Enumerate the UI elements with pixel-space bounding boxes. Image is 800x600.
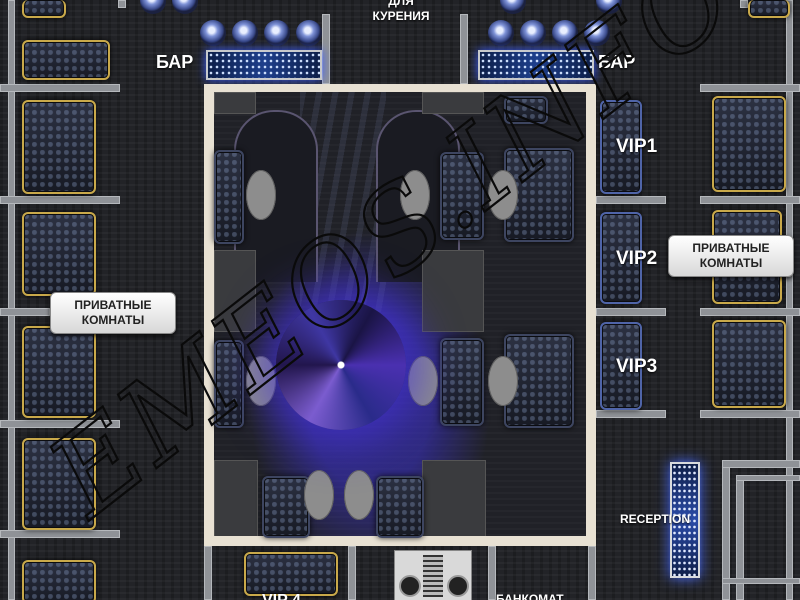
light-icon [140,0,166,14]
oval-table[interactable] [400,170,430,220]
light-icon [596,0,622,14]
sofa-hall[interactable] [504,96,548,124]
wall [700,196,800,204]
bar-counter-right[interactable] [478,50,594,80]
wall [322,14,330,84]
sofa-hall[interactable] [440,338,484,426]
wall [0,196,120,204]
wall [0,420,120,428]
table[interactable] [214,460,258,536]
vip1-label: VIP1 [616,136,658,157]
oval-table[interactable] [408,356,438,406]
light-icon [520,20,546,46]
wall [118,0,126,8]
sofa-private-room[interactable] [22,0,66,18]
wall [596,410,666,418]
wall [700,84,800,92]
bar-counter-left[interactable] [206,50,322,80]
light-icon [488,20,514,46]
wall [8,0,15,600]
dance-floor[interactable] [276,300,406,430]
wall [348,546,356,600]
wall [722,578,800,584]
vip2-label: VIP2 [616,248,658,269]
oval-table[interactable] [488,170,518,220]
smoking-area-label: ДЛЯ КУРЕНИЯ [372,0,430,23]
wall [736,475,800,481]
light-icon [232,20,258,46]
wall [722,460,730,600]
table[interactable] [214,92,256,114]
wall [488,546,496,600]
jog-wheel-icon [447,575,469,597]
sofa-private-room[interactable] [22,40,110,80]
light-icon [584,20,610,46]
wall [722,460,800,468]
oval-table[interactable] [304,470,334,520]
sofa-private-room[interactable] [22,560,96,600]
table[interactable] [422,92,484,114]
wall [204,546,212,600]
atm-label: БАНКОМАТ [496,592,564,600]
wall [588,546,596,600]
wall [0,530,120,538]
sofa-private-room[interactable] [22,326,96,418]
reception-label: RECEPTION [620,512,691,526]
light-icon [296,20,322,46]
light-icon [500,0,526,14]
sofa-hall[interactable] [376,476,424,538]
sofa-vip1[interactable] [600,100,642,194]
light-icon [552,20,578,46]
bar-right-label: БАР [598,52,636,72]
dj-console-icon [394,550,472,600]
vip3-label: VIP3 [616,356,658,377]
private-rooms-callout-left: ПРИВАТНЫЕ КОМНАТЫ [50,292,176,334]
sofa-hall[interactable] [214,340,244,428]
oval-table[interactable] [246,356,276,406]
sofa-hall[interactable] [440,152,484,240]
vip4-label: VIP 4 [262,592,301,600]
sofa-vip4[interactable] [244,552,338,596]
sofa-private-room[interactable] [22,438,96,530]
oval-table[interactable] [246,170,276,220]
wall [460,14,468,84]
sofa-private-room[interactable] [22,212,96,296]
jog-wheel-icon [399,575,421,597]
sofa-hall[interactable] [262,476,310,538]
table[interactable] [214,250,256,332]
sofa-hall[interactable] [214,150,244,244]
reception-desk[interactable] [670,462,700,578]
wall [596,196,666,204]
sofa-vip3[interactable] [600,322,642,410]
bar-left-label: БАР [156,52,194,72]
wall [0,84,120,92]
table[interactable] [422,250,484,332]
sofa-private-room[interactable] [22,100,96,194]
light-icon [264,20,290,46]
oval-table[interactable] [488,356,518,406]
light-icon [200,20,226,46]
wall [700,410,800,418]
sofa-private-room[interactable] [712,96,786,192]
sofa-vip2[interactable] [600,212,642,304]
wall [736,475,744,600]
private-rooms-callout-right: ПРИВАТНЫЕ КОМНАТЫ [668,235,794,277]
wall [700,308,800,316]
light-icon [172,0,198,14]
sofa-private-room[interactable] [748,0,790,18]
wall [740,0,748,8]
oval-table[interactable] [344,470,374,520]
table[interactable] [422,460,486,536]
sofa-private-room[interactable] [712,320,786,408]
wall [596,308,666,316]
wall [786,0,793,600]
wall [0,308,50,316]
mixer-icon [423,555,443,597]
